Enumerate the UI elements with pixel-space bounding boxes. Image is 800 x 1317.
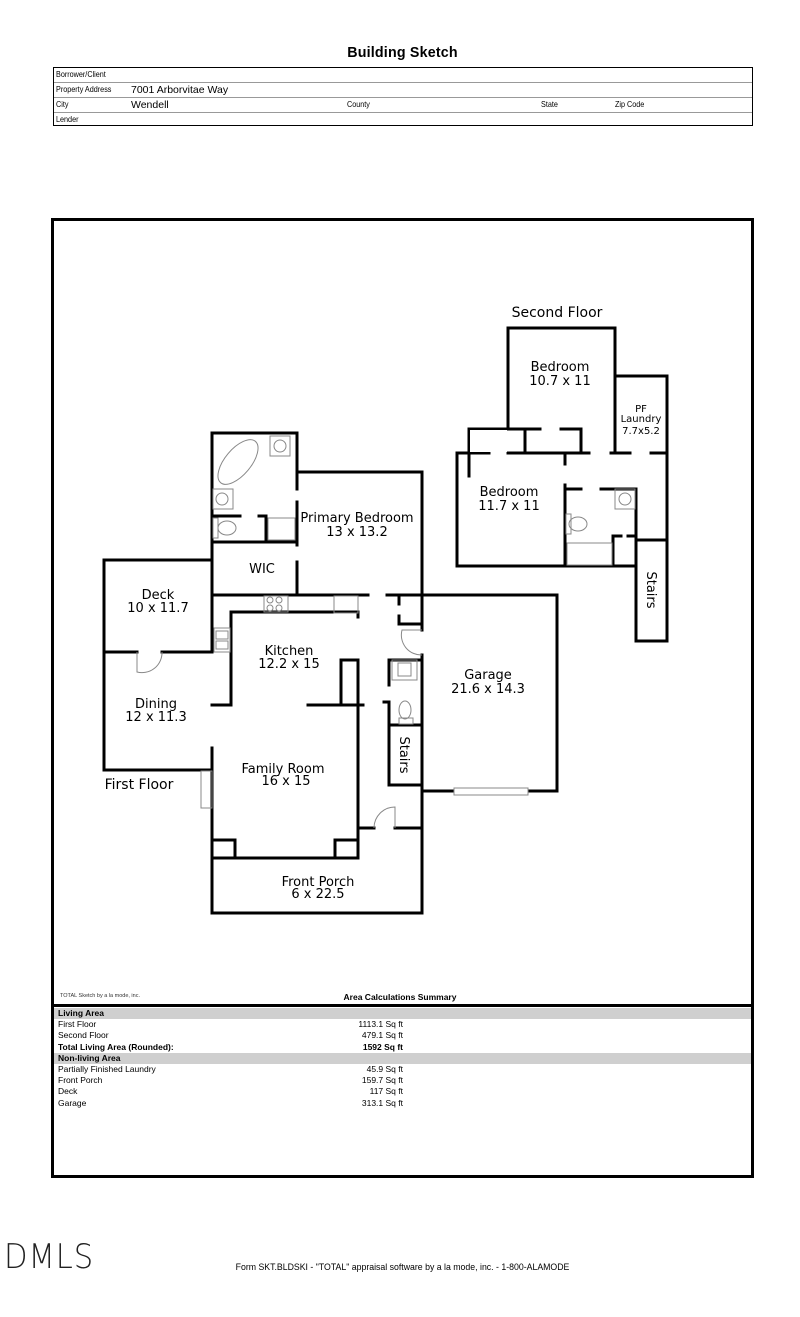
room-family-dims: 16 x 15 (261, 774, 310, 789)
floor-plan: Second Floor First Floor Bedroom 10.7 x … (102, 305, 669, 915)
zip-label: Zip Code (615, 99, 645, 109)
state-label: State (541, 99, 558, 109)
room-stairs-lower: Stairs (396, 736, 411, 773)
room-family-name: Family Room (242, 762, 325, 777)
room-bedroom-upper-dims: 10.7 x 11 (529, 374, 590, 389)
total-label: Total Living Area (Rounded): (58, 1041, 174, 1052)
room-stairs-upper: Stairs (643, 571, 658, 608)
sketch-frame (51, 218, 754, 1178)
table-row: Garage 313.1 Sq ft (54, 1098, 751, 1109)
room-primary-bedroom-name: Primary Bedroom (300, 511, 413, 526)
summary-title: Area Calculations Summary (343, 992, 457, 1002)
address-row: Property Address 7001 Arborvitae Way (54, 82, 752, 96)
room-deck-name: Deck (142, 588, 175, 603)
room-garage-dims: 21.6 x 14.3 (451, 682, 525, 697)
summary-divider (51, 1004, 754, 1007)
row-label: Garage (58, 1097, 87, 1108)
room-kitchen-dims: 12.2 x 15 (258, 657, 319, 672)
lender-label: Lender (56, 114, 79, 124)
table-row: Second Floor 479.1 Sq ft (54, 1030, 751, 1041)
county-label: County (347, 99, 370, 109)
city-label: City (56, 99, 69, 109)
room-deck-dims: 10 x 11.7 (127, 601, 188, 616)
total-value: 1592 Sq ft (362, 1041, 403, 1052)
room-front-porch-dims: 6 x 22.5 (291, 887, 344, 902)
form-footer-text: Form SKT.BLDSKI - "TOTAL" appraisal soft… (235, 1262, 570, 1273)
table-row: Deck 117 Sq ft (54, 1086, 751, 1097)
property-info-table: Borrower/Client Property Address 7001 Ar… (53, 67, 753, 126)
row-value: 117 Sq ft (369, 1086, 403, 1097)
row-value: 479.1 Sq ft (361, 1030, 403, 1041)
lender-row: Lender (54, 112, 752, 126)
borrower-row: Borrower/Client (54, 68, 752, 82)
row-value: 45.9 Sq ft (366, 1063, 403, 1074)
row-label: Partially Finished Laundry (58, 1063, 156, 1074)
table-row: Partially Finished Laundry 45.9 Sq ft (54, 1064, 751, 1075)
row-label: Deck (58, 1086, 78, 1097)
room-front-porch-name: Front Porch (282, 875, 355, 890)
room-bedroom-upper-name: Bedroom (531, 360, 590, 375)
room-bedroom-lower-name: Bedroom (480, 485, 539, 500)
sketch-credit: TOTAL Sketch by a la mode, inc. (60, 993, 140, 999)
nonliving-area-header: Non-living Area (54, 1052, 751, 1064)
living-area-header: Living Area (54, 1008, 751, 1019)
room-wic: WIC (249, 562, 275, 577)
row-value: 313.1 Sq ft (361, 1097, 403, 1108)
city-value: Wendell (131, 99, 169, 111)
row-label: Second Floor (58, 1030, 109, 1041)
row-label: Front Porch (58, 1075, 103, 1086)
second-floor-label: Second Floor (512, 305, 603, 321)
room-garage-name: Garage (464, 668, 512, 683)
room-primary-bedroom-dims: 13 x 13.2 (326, 525, 387, 540)
room-laundry-name2: Laundry (621, 414, 662, 425)
borrower-label: Borrower/Client (56, 69, 106, 79)
city-row: City Wendell County State Zip Code (54, 97, 752, 111)
room-dining-name: Dining (135, 697, 177, 712)
dmls-logo: DMLS (4, 1237, 95, 1277)
room-kitchen-name: Kitchen (265, 644, 314, 659)
total-row: Total Living Area (Rounded): 1592 Sq ft (54, 1042, 751, 1053)
page-title: Building Sketch (347, 44, 458, 61)
table-row: Front Porch 159.7 Sq ft (54, 1075, 751, 1086)
row-value: 1113.1 Sq ft (358, 1019, 403, 1029)
room-laundry-dims: 7.7x5.2 (622, 426, 660, 437)
room-bedroom-lower-dims: 11.7 x 11 (478, 499, 539, 514)
room-dining-dims: 12 x 11.3 (125, 710, 186, 725)
address-label: Property Address (56, 84, 112, 94)
address-value: 7001 Arborvitae Way (131, 84, 229, 96)
room-laundry-name1: PF (635, 404, 647, 415)
row-value: 159.7 Sq ft (361, 1075, 403, 1086)
table-row: First Floor 1113.1 Sq ft (54, 1019, 751, 1030)
area-summary-table: Living Area First Floor 1113.1 Sq ft Sec… (54, 1008, 751, 1109)
first-floor-label: First Floor (105, 777, 174, 793)
row-label: First Floor (58, 1019, 97, 1029)
